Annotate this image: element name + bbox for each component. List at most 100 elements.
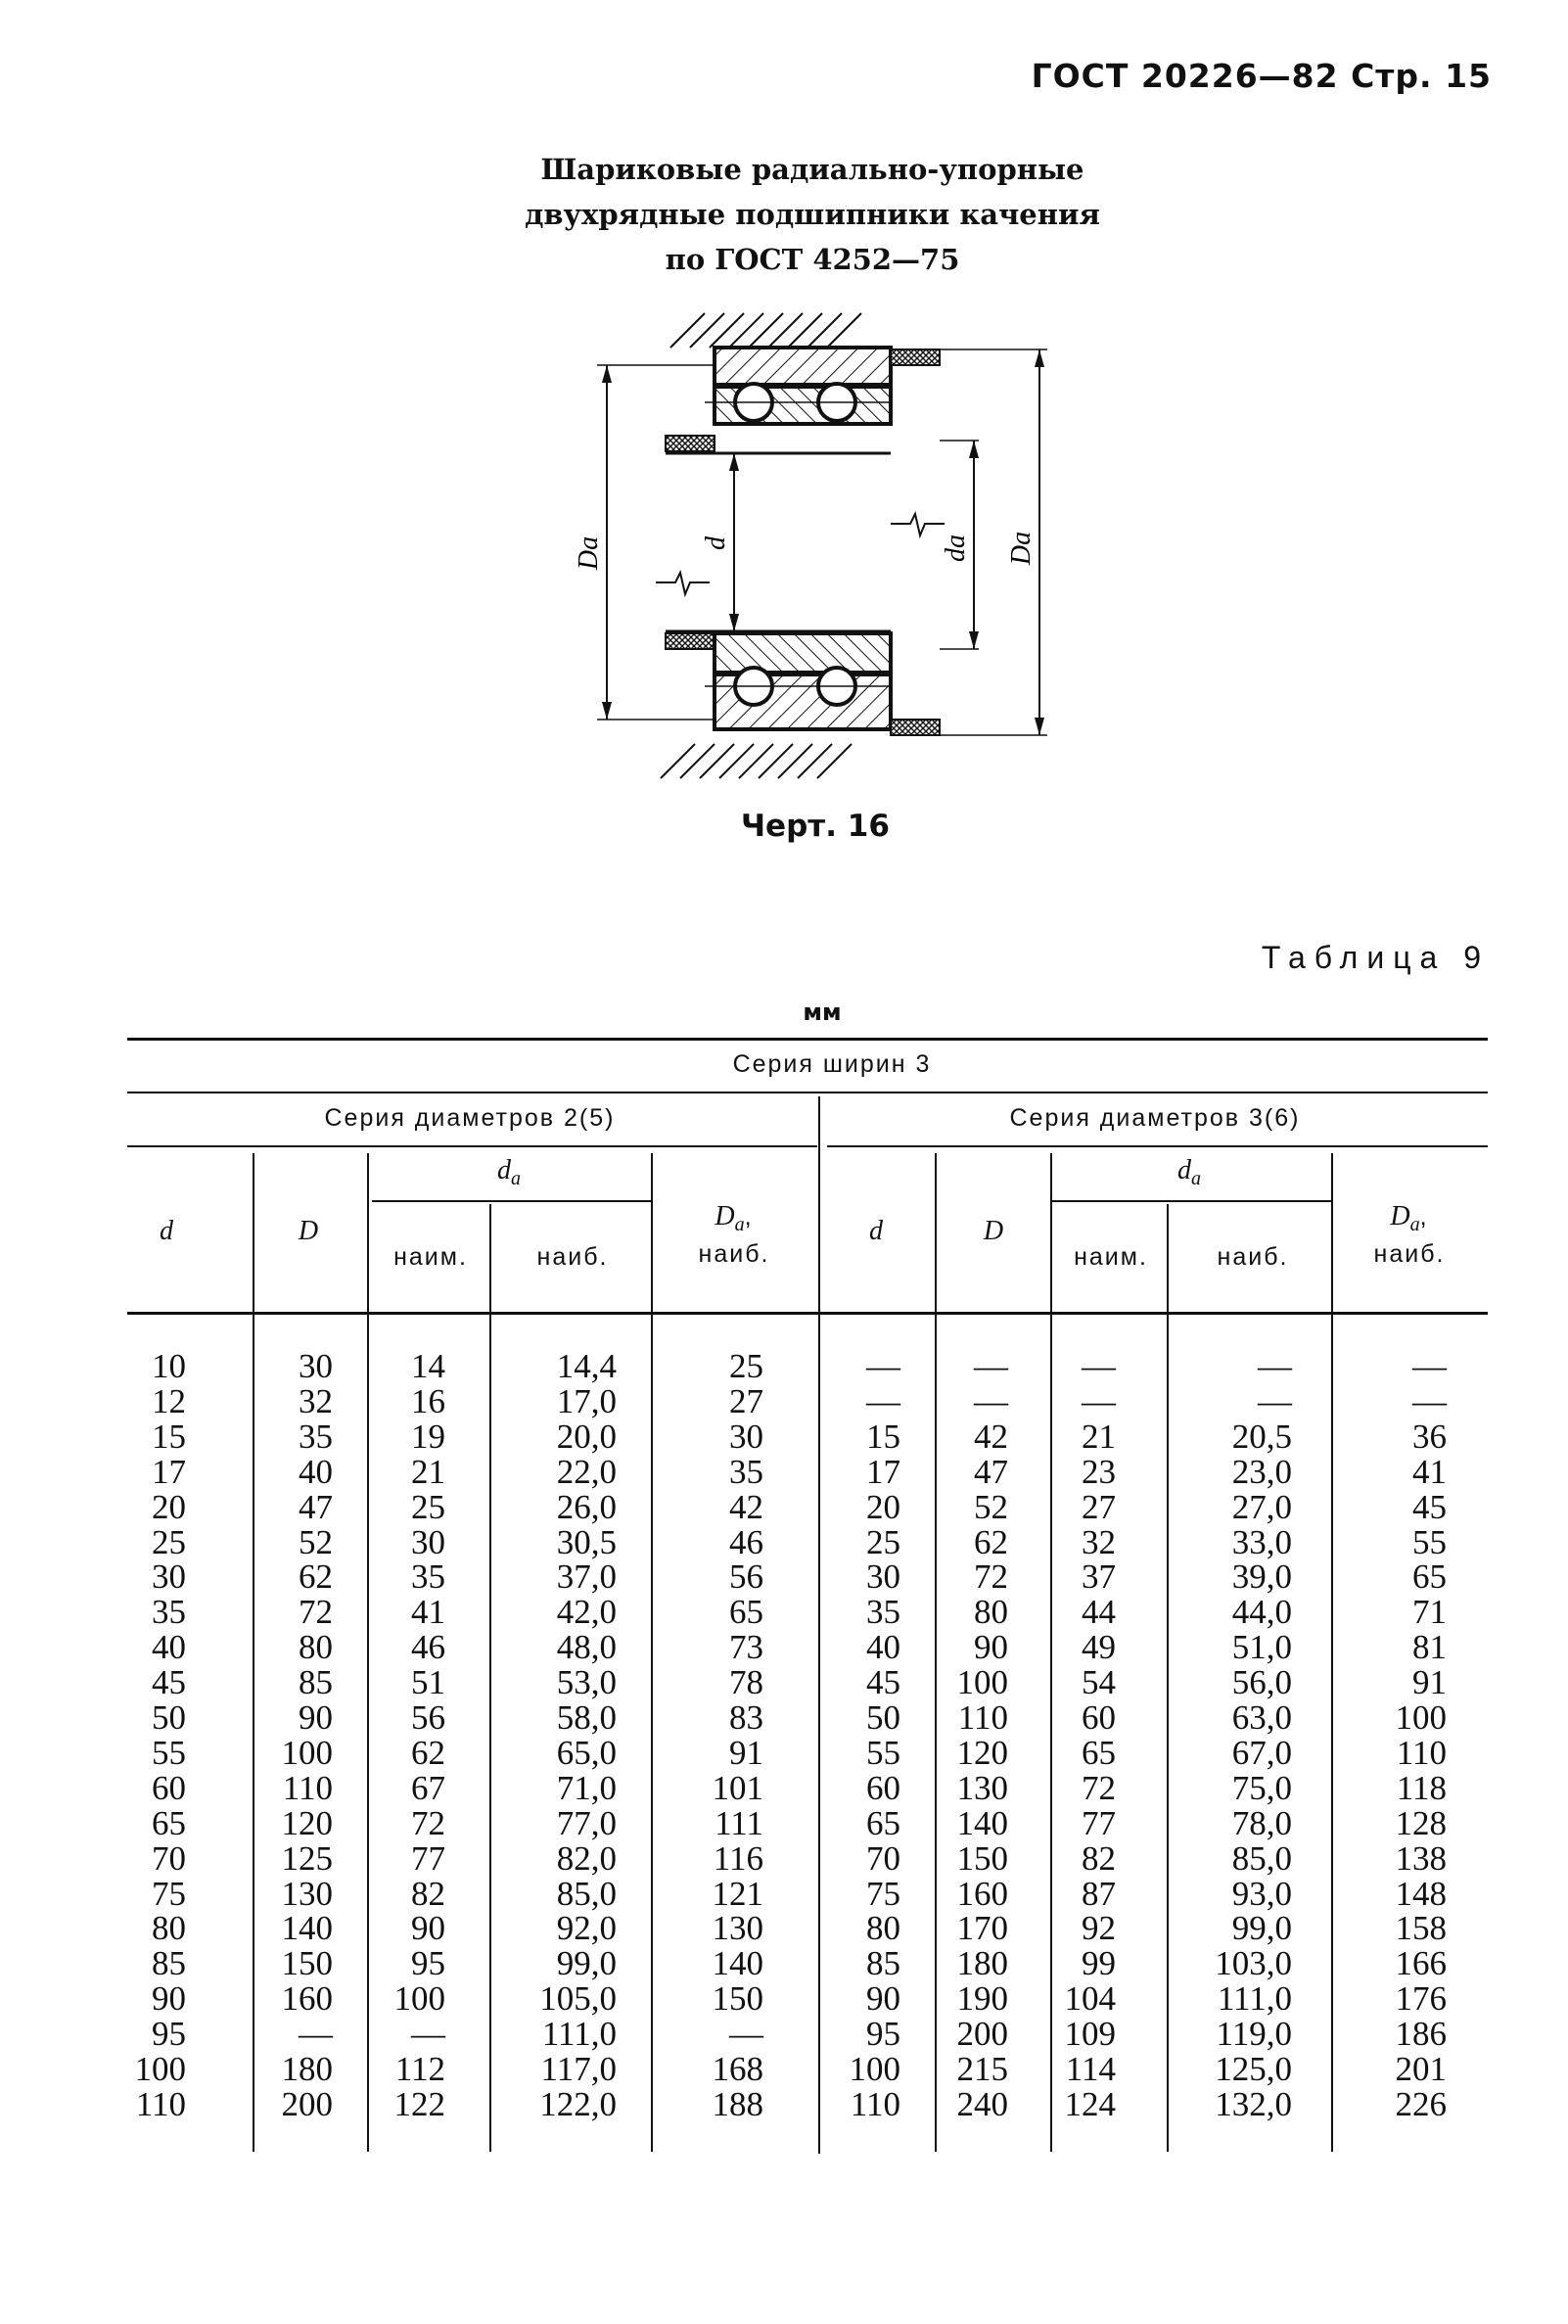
col-D-right: D	[983, 1216, 1004, 1246]
table-cell-da-min-left: 25	[411, 1487, 445, 1526]
table-cell-da-max-right: 56,0	[1231, 1663, 1292, 1702]
table-cell-Da-right: 128	[1395, 1803, 1448, 1842]
table-cell-da-max-left: 17,0	[556, 1381, 617, 1420]
table-cell-D-right: 90	[974, 1628, 1008, 1667]
table-cell-Da-right: 186	[1395, 2015, 1448, 2054]
title-line-2: двухрядные подшипники качения	[525, 198, 1100, 231]
table-cell-D-right: 160	[956, 1874, 1009, 1913]
table-cell-d-right: 55	[866, 1733, 900, 1772]
table-cell-da-max-right: 75,0	[1231, 1768, 1292, 1807]
table-cell-da-max-left: 77,0	[556, 1803, 617, 1842]
rule-width-series	[127, 1092, 1488, 1093]
table-cell-d-right: 25	[866, 1522, 900, 1561]
table-cell-d-left: 40	[152, 1628, 186, 1667]
table-cell-da-max-left: 99,0	[556, 1944, 617, 1983]
width-series-header: Серия ширин 3	[732, 1050, 932, 1078]
col-da-right-main: d	[1177, 1155, 1191, 1185]
col-min-right: наим.	[1074, 1243, 1148, 1271]
table-cell-D-left: 125	[281, 1838, 334, 1878]
table-cell-D-left: 52	[299, 1522, 333, 1561]
table-cell-da-max-left: 30,5	[556, 1522, 617, 1561]
table-cell-d-left: 25	[152, 1522, 186, 1561]
table-cell-Da-left: 116	[713, 1838, 763, 1878]
table-cell-d-left: 65	[152, 1803, 186, 1842]
table-cell-da-min-right: —	[1082, 1347, 1116, 1385]
table-cell-D-right: 215	[956, 2050, 1009, 2088]
table-cell-d-right: 70	[866, 1838, 900, 1878]
table-cell-Da-right: 158	[1395, 1909, 1448, 1948]
title-line-3: по ГОСТ 4252—75	[665, 243, 960, 276]
table-cell-da-min-left: 77	[411, 1838, 445, 1878]
table-cell-da-min-left: 19	[411, 1417, 445, 1456]
table-cell-da-min-right: 77	[1082, 1803, 1116, 1842]
table-cell-da-max-right: 39,0	[1231, 1557, 1292, 1597]
table-cell-d-left: 12	[152, 1381, 186, 1420]
table-cell-da-max-left: 82,0	[556, 1838, 617, 1878]
table-cell-da-max-right: 85,0	[1231, 1838, 1292, 1878]
vline-9	[1331, 1153, 1333, 2152]
table-cell-d-left: 90	[152, 1979, 186, 2019]
table-cell-da-max-left: 58,0	[556, 1698, 617, 1737]
title-line-1: Шариковые радиально-упорные	[540, 153, 1084, 186]
table-cell-Da-left: 65	[729, 1593, 763, 1632]
table-cell-da-min-right: 27	[1082, 1487, 1116, 1526]
table-label: Таблица 9	[1261, 940, 1490, 975]
table-cell-da-max-right: 51,0	[1231, 1628, 1292, 1667]
table-cell-D-right: 180	[956, 1944, 1009, 1983]
table-cell-da-max-left: 92,0	[556, 1909, 617, 1948]
table-cell-d-left: 17	[152, 1452, 186, 1491]
table-cell-d-right: —	[866, 1347, 900, 1385]
table-cell-da-max-left: 105,0	[539, 1979, 617, 2019]
table-cell-Da-left: 150	[712, 1979, 764, 2019]
table-cell-da-min-right: 109	[1064, 2015, 1117, 2054]
table-cell-da-max-right: 67,0	[1231, 1733, 1292, 1772]
table-cell-da-min-right: 82	[1082, 1838, 1116, 1878]
bearing-drawing: Da d da Da	[574, 312, 1047, 779]
table-cell-D-left: 130	[281, 1874, 334, 1913]
table-cell-Da-right: 41	[1412, 1452, 1447, 1491]
table-cell-Da-right: 71	[1412, 1593, 1447, 1632]
table-cell-D-left: 160	[281, 1979, 334, 2019]
table-cell-D-right: 72	[974, 1557, 1008, 1597]
table-cell-d-right: 100	[849, 2050, 901, 2088]
table-cell-D-right: 190	[956, 1979, 1009, 2019]
table-cell-d-left: 110	[135, 2084, 186, 2123]
table-cell-d-left: 75	[152, 1874, 186, 1913]
rule-da-right	[1052, 1200, 1331, 1202]
table-cell-Da-left: 46	[729, 1522, 763, 1561]
table-cell-da-min-right: —	[1082, 1381, 1116, 1420]
table-cell-d-left: 15	[152, 1417, 186, 1456]
table-cell-da-min-right: 92	[1082, 1909, 1116, 1948]
table-cell-Da-left: 101	[712, 1768, 764, 1807]
col-Da-right: Da, наиб.	[1346, 1202, 1473, 1269]
table-cell-Da-right: 176	[1395, 1979, 1448, 2019]
table-cell-d-right: 90	[866, 1979, 900, 2019]
table-cell-D-left: 120	[281, 1803, 334, 1842]
table-cell-da-min-right: 124	[1064, 2084, 1117, 2123]
table-cell-D-right: 100	[956, 1663, 1009, 1702]
table-cell-d-right: 50	[866, 1698, 900, 1737]
vline-1	[253, 1153, 254, 2152]
table-cell-da-max-right: 20,5	[1231, 1417, 1292, 1456]
table-cell-da-max-left: 42,0	[556, 1593, 617, 1632]
table-cell-d-right: 75	[866, 1874, 900, 1913]
table-cell-d-right: 20	[866, 1487, 900, 1526]
table-cell-da-min-right: 32	[1082, 1522, 1116, 1561]
col-Da-right-sub: a	[1409, 1214, 1420, 1235]
table-cell-da-max-right: 103,0	[1215, 1944, 1292, 1983]
table-cell-Da-left: 121	[712, 1874, 764, 1913]
table-cell-d-right: 15	[866, 1417, 900, 1456]
table-cell-D-left: 35	[299, 1417, 333, 1456]
table-cell-da-min-right: 114	[1065, 2050, 1116, 2088]
col-da-left-sub: a	[511, 1168, 521, 1189]
col-da-right: da	[1160, 1155, 1219, 1190]
table-cell-da-max-left: 48,0	[556, 1628, 617, 1667]
table-cell-D-left: 200	[281, 2084, 334, 2123]
table-cell-D-left: 85	[299, 1663, 333, 1702]
table-cell-da-max-right: 99,0	[1231, 1909, 1292, 1948]
table-cell-D-left: 110	[282, 1768, 333, 1807]
table-cell-D-right: 240	[956, 2084, 1009, 2123]
table-cell-da-max-left: 71,0	[556, 1768, 617, 1807]
label-Da-right: Da	[1006, 532, 1037, 566]
table-cell-da-min-left: 82	[411, 1874, 445, 1913]
